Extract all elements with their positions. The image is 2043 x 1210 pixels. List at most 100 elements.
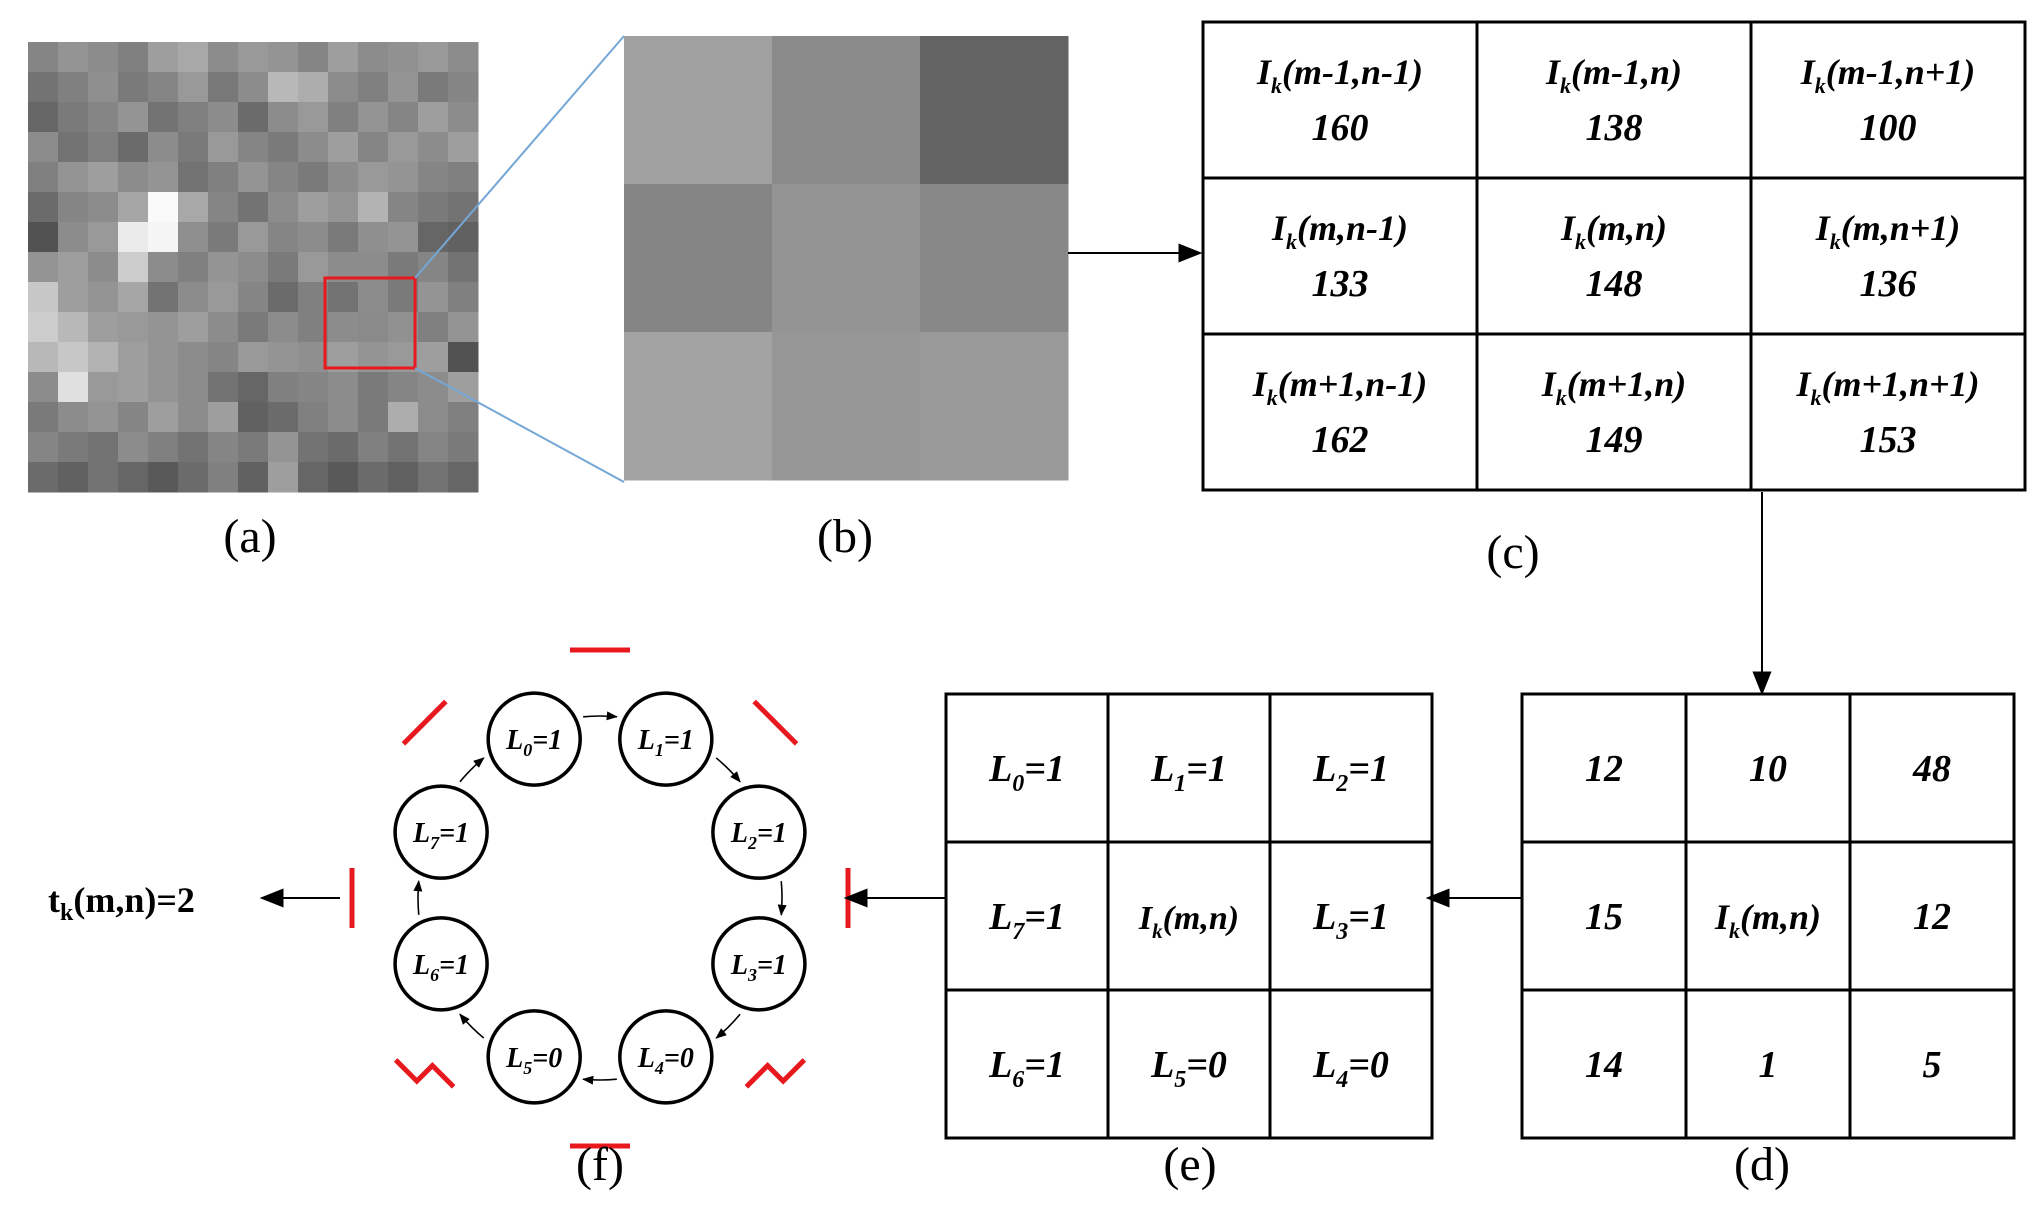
- image-a-pixel: [88, 192, 119, 223]
- image-a-pixel: [148, 72, 179, 103]
- image-a-pixel: [298, 462, 329, 493]
- image-a-pixel: [268, 252, 299, 283]
- image-a-pixel: [178, 372, 209, 403]
- image-a-pixel: [298, 192, 329, 223]
- image-a-pixel: [178, 222, 209, 253]
- image-a-pixel: [388, 432, 419, 463]
- image-a-pixel: [298, 282, 329, 313]
- image-a-pixel: [58, 282, 89, 313]
- table-c-cell-label: Ik(m,n-1): [1271, 208, 1408, 254]
- image-a-pixel: [28, 222, 59, 253]
- image-a-pixel: [28, 282, 59, 313]
- image-b-pixel: [772, 36, 921, 185]
- image-a-pixel: [238, 462, 269, 493]
- image-a-pixel: [178, 342, 209, 373]
- image-a-pixel: [328, 402, 359, 433]
- image-a-pixel: [448, 432, 479, 463]
- image-a-pixel: [148, 402, 179, 433]
- ring-node-label: L5=0: [505, 1043, 562, 1078]
- result-label: tk(m,n)=2: [48, 880, 195, 926]
- table-c-cell-label: Ik(m-1,n+1): [1800, 52, 1976, 98]
- image-a-pixel: [448, 462, 479, 493]
- image-a-pixel: [28, 312, 59, 343]
- image-a-pixel: [388, 312, 419, 343]
- image-a-pixel: [358, 282, 389, 313]
- table-d-cell-value: 1: [1759, 1044, 1778, 1086]
- ring-arrow: [582, 1075, 617, 1085]
- image-a-pixel: [298, 162, 329, 193]
- image-a-pixel: [358, 132, 389, 163]
- image-a-pixel: [208, 192, 239, 223]
- image-a-pixel: [88, 312, 119, 343]
- ring-node: [618, 691, 714, 787]
- image-a-pixel: [58, 132, 89, 163]
- image-a-pixel: [118, 252, 149, 283]
- image-a-pixel: [268, 312, 299, 343]
- image-a-pixel: [208, 72, 239, 103]
- image-a-pixel: [328, 312, 359, 343]
- ring-node-label: L2=1: [730, 818, 787, 853]
- image-a-pixel: [388, 462, 419, 493]
- image-a-pixel: [328, 42, 359, 73]
- image-a-pixel: [418, 222, 449, 253]
- image-a-pixel: [358, 402, 389, 433]
- panel-label-e: (e): [1163, 1138, 1216, 1191]
- image-a-pixel: [238, 132, 269, 163]
- image-a-grayscale-patch: [28, 42, 479, 493]
- image-a-pixel: [388, 372, 419, 403]
- image-a-pixel: [208, 102, 239, 133]
- image-a-pixel: [448, 192, 479, 223]
- image-a-pixel: [238, 42, 269, 73]
- image-b-pixel: [624, 332, 773, 481]
- image-a-pixel: [28, 402, 59, 433]
- image-a-pixel: [178, 42, 209, 73]
- panel-label-c: (c): [1486, 526, 1539, 579]
- image-a-pixel: [58, 252, 89, 283]
- image-a-pixel: [418, 162, 449, 193]
- image-b-zoomed-patch: [624, 36, 1069, 481]
- table-e-cell-label: L4=0: [1312, 1044, 1389, 1093]
- image-a-pixel: [448, 222, 479, 253]
- image-a-pixel: [148, 462, 179, 493]
- image-a-pixel: [418, 42, 449, 73]
- table-d-cell-value: 5: [1923, 1044, 1942, 1086]
- image-a-pixel: [418, 372, 449, 403]
- image-a-pixel: [298, 402, 329, 433]
- image-a-pixel: [388, 72, 419, 103]
- image-a-pixel: [58, 432, 89, 463]
- table-d-cell-value: 10: [1749, 748, 1787, 790]
- image-a-pixel: [148, 42, 179, 73]
- ring-node: [486, 691, 582, 787]
- ring-node-label: L6=1: [412, 950, 469, 985]
- image-a-pixel: [178, 432, 209, 463]
- image-a-pixel: [118, 282, 149, 313]
- image-a-pixel: [358, 312, 389, 343]
- image-a-pixel: [418, 342, 449, 373]
- table-c-cell-value: 133: [1312, 263, 1369, 305]
- image-a-pixel: [388, 42, 419, 73]
- image-a-pixel: [178, 162, 209, 193]
- image-a-pixel: [238, 192, 269, 223]
- image-a-pixel: [358, 432, 389, 463]
- image-a-pixel: [88, 72, 119, 103]
- image-a-pixel: [178, 282, 209, 313]
- image-a-pixel: [448, 372, 479, 403]
- ring-constant-marker: [752, 699, 799, 746]
- image-a-pixel: [298, 132, 329, 163]
- ring-node: [711, 784, 807, 880]
- image-a-pixel: [238, 342, 269, 373]
- image-a-pixel: [148, 222, 179, 253]
- image-a-pixel: [58, 72, 89, 103]
- ring-node: [618, 1009, 714, 1105]
- image-a-pixel: [298, 102, 329, 133]
- image-a-pixel: [88, 222, 119, 253]
- image-a-pixel: [58, 162, 89, 193]
- image-a-pixel: [268, 192, 299, 223]
- table-d-cell-value: 12: [1913, 896, 1951, 938]
- image-a-pixel: [118, 462, 149, 493]
- table-d-cell-value: 12: [1585, 748, 1623, 790]
- image-a-pixel: [208, 222, 239, 253]
